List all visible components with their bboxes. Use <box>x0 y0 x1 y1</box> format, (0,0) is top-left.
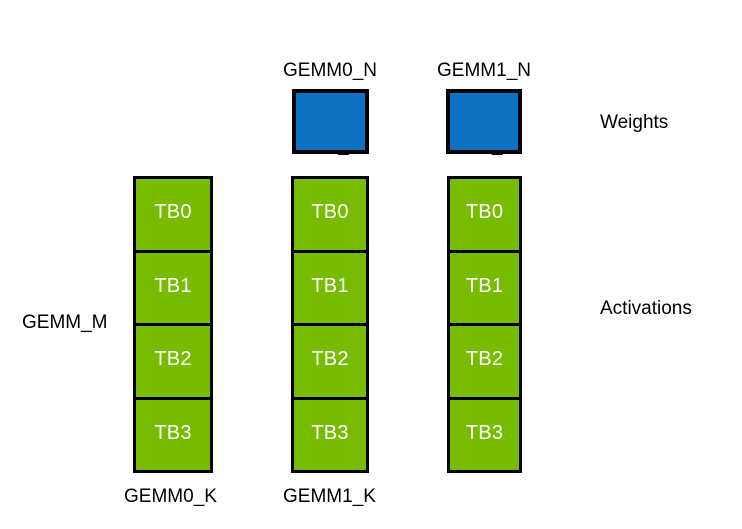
activation-cell: TB0 <box>291 176 369 253</box>
activation-cell-label: TB3 <box>465 421 504 444</box>
weights-label: Weights <box>600 112 669 133</box>
activation-cell: TB0 <box>133 176 213 253</box>
activation-cell: TB2 <box>133 323 213 400</box>
gemm0-n-header-line1: GEMM0_N <box>283 60 377 81</box>
gemm-m-label: GEMM_M <box>22 312 108 333</box>
activations-label: Activations <box>600 298 692 319</box>
activation-cell: TB1 <box>447 249 522 326</box>
activation-cell-label: TB1 <box>154 274 192 297</box>
activation-cell: TB1 <box>133 249 213 326</box>
activation-cell-label: TB1 <box>311 274 349 297</box>
activation-cell: TB3 <box>447 396 522 473</box>
gemm0-k-label: GEMM0_K <box>124 486 217 507</box>
gemm1-weight-block <box>446 89 522 154</box>
activation-cell-label: TB3 <box>311 421 349 444</box>
activation-cell-label: TB0 <box>311 201 349 224</box>
gemm1-n-header-line1: GEMM1_N <box>437 60 531 81</box>
gemm0-k-column: TB0 TB1 TB2 TB3 <box>291 176 369 473</box>
activation-cell: TB0 <box>447 176 522 253</box>
activation-cell-label: TB2 <box>465 348 504 371</box>
gemm0-m-column: TB0 TB1 TB2 TB3 <box>133 176 213 473</box>
activation-cell: TB3 <box>133 396 213 473</box>
activation-cell-label: TB2 <box>311 348 349 371</box>
gemm1-k-column: TB0 TB1 TB2 TB3 <box>447 176 522 473</box>
gemm1-k-label: GEMM1_K <box>283 486 376 507</box>
activation-cell-label: TB1 <box>465 274 504 297</box>
activation-cell: TB1 <box>291 249 369 326</box>
activation-cell-label: TB3 <box>154 421 192 444</box>
activation-cell: TB3 <box>291 396 369 473</box>
activation-cell-label: TB2 <box>154 348 192 371</box>
activation-cell: TB2 <box>447 323 522 400</box>
activation-cell: TB2 <box>291 323 369 400</box>
activation-cell-label: TB0 <box>465 201 504 224</box>
activation-cell-label: TB0 <box>154 201 192 224</box>
gemm0-weight-block <box>292 89 369 154</box>
